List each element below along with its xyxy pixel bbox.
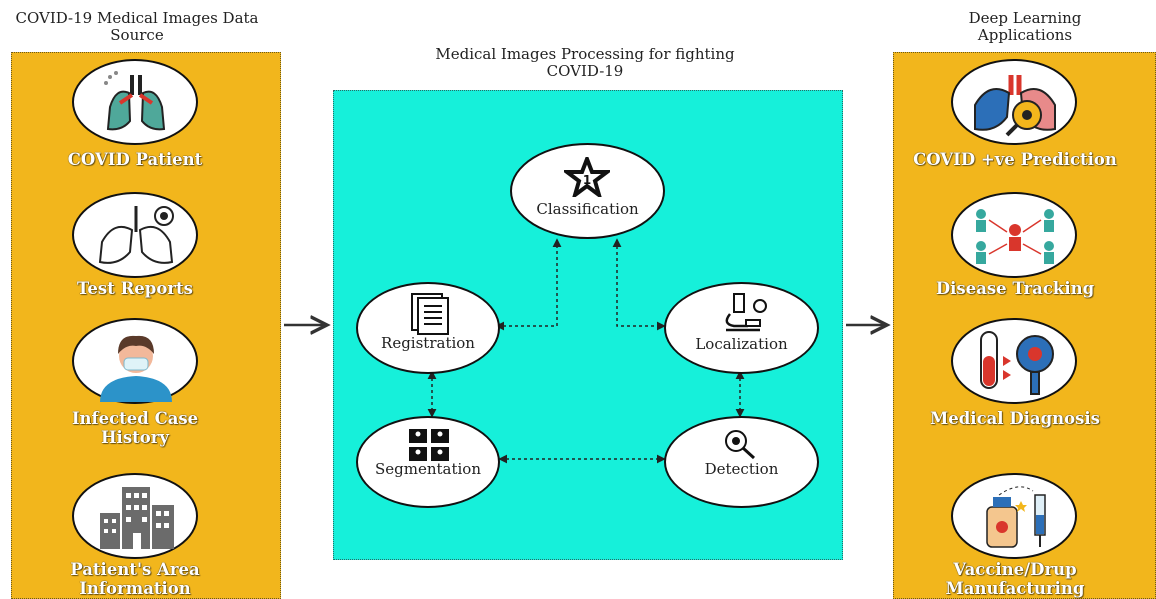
infected-case-circle	[72, 318, 198, 404]
virus-magnifier-icon	[725, 430, 756, 460]
localization-node: Localization	[664, 282, 819, 374]
link-classification-localization	[612, 238, 666, 331]
svg-text:1: 1	[583, 173, 591, 187]
covid-patient-label: COVID Patient	[67, 150, 203, 169]
infected-case-label: Infected Case History	[71, 409, 199, 447]
localization-label: Localization	[695, 335, 788, 353]
detection-node: Detection	[664, 416, 819, 508]
star-icon: 1	[564, 157, 610, 197]
test-reports-circle	[72, 192, 198, 278]
medical-diagnosis-label: Medical Diagnosis	[930, 409, 1100, 428]
lungs-virus-icon	[98, 206, 174, 264]
lungs-magnifier-icon	[974, 75, 1056, 137]
left-panel-title: COVID-19 Medical Images Data Source	[15, 9, 259, 44]
disease-tracking-circle	[951, 192, 1077, 278]
segmentation-label: Segmentation	[374, 460, 481, 478]
center-panel-title: Medical Images Processing for fighting C…	[435, 45, 735, 80]
covid-prediction-circle	[951, 59, 1077, 145]
vaccine-circle	[951, 473, 1077, 559]
patient-area-label: Patient's Area Information	[70, 560, 200, 598]
lungs-patient-icon	[104, 71, 166, 131]
covid-prediction-label: COVID +ve Prediction	[913, 150, 1117, 169]
detection-label: Detection	[704, 460, 779, 478]
covid-patient-circle	[72, 59, 198, 145]
link-registration-classification	[495, 238, 562, 331]
classification-label: Classification	[536, 200, 639, 218]
buildings-icon	[100, 487, 174, 549]
medical-diagnosis-circle	[951, 318, 1077, 404]
test-reports-label: Test Reports	[77, 279, 193, 298]
registration-label: Registration	[381, 334, 475, 352]
segmentation-node: Segmentation	[356, 416, 500, 508]
vaccine-label: Vaccine/Drup Manufacturing	[945, 560, 1085, 598]
right-panel-title: Deep Learning Applications	[968, 9, 1082, 44]
blood-test-icon	[980, 331, 1054, 395]
vaccine-syringe-icon	[986, 486, 1046, 548]
microscope-icon	[725, 293, 767, 332]
people-network-icon	[976, 209, 1054, 264]
patient-area-circle	[72, 473, 198, 559]
documents-icon	[411, 293, 449, 335]
registration-node: Registration	[356, 282, 500, 374]
image-grid-icon	[409, 429, 449, 461]
classification-node: 1 Classification	[510, 143, 665, 239]
masked-person-icon	[100, 335, 172, 402]
disease-tracking-label: Disease Tracking	[935, 279, 1095, 298]
